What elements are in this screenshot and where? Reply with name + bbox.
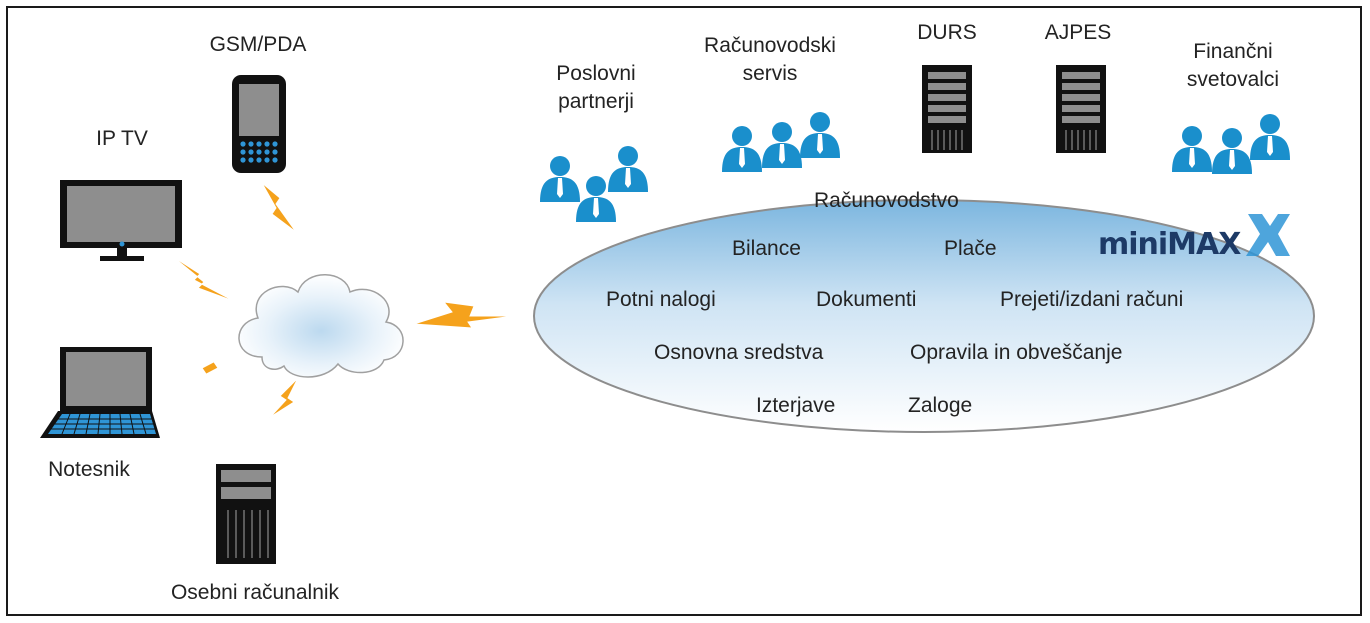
- module-zaloge: Zaloge: [908, 394, 973, 417]
- accounting-service-people-icon: [722, 112, 840, 172]
- label-poslovni-partnerji: Poslovni partnerji: [534, 60, 658, 116]
- bolt-cloud-icon: [413, 301, 515, 329]
- module-opravila: Opravila in obveščanje: [910, 341, 1123, 364]
- minimax-logo-text: miniMAX: [1098, 227, 1241, 262]
- label-financni-svetovalci: Finančni svetovalci: [1166, 38, 1300, 94]
- module-potni-nalogi: Potni nalogi: [606, 288, 716, 311]
- business-partners-people-icon: [540, 146, 648, 222]
- module-osnovna-sredstva: Osnovna sredstva: [654, 341, 824, 364]
- bolt-gsm-icon: [261, 182, 297, 233]
- label-osebni-racunalnik: Osebni računalnik: [170, 581, 340, 604]
- label-notesnik: Notesnik: [48, 458, 130, 481]
- module-dokumenti: Dokumenti: [816, 288, 917, 311]
- module-izterjave: Izterjave: [756, 394, 836, 417]
- label-durs: DURS: [917, 21, 977, 44]
- module-racunovodstvo: Računovodstvo: [814, 189, 959, 212]
- label-servis: servis: [742, 62, 798, 85]
- module-bilance: Bilance: [732, 237, 801, 260]
- minimax-logo: miniMAX: [1098, 214, 1290, 262]
- label-financni: Finančni: [1193, 40, 1273, 63]
- module-prejeti-izdani: Prejeti/izdani računi: [1000, 288, 1184, 311]
- label-ip-tv: IP TV: [96, 127, 148, 150]
- label-gsm-pda: GSM/PDA: [209, 33, 307, 56]
- tv-icon: [60, 180, 182, 261]
- internet-cloud-icon: [238, 274, 404, 378]
- phone-icon: [232, 75, 286, 173]
- ajpes-server-icon: [1056, 65, 1106, 153]
- bolt-notebook-icon: [171, 347, 241, 393]
- pc-tower-icon: [216, 464, 276, 564]
- notebook-icon: [40, 347, 160, 438]
- module-place: Plače: [944, 237, 997, 260]
- diagram-frame: [6, 6, 1362, 616]
- services-cloud-ellipse: [533, 199, 1315, 433]
- label-poslovni: Poslovni: [556, 62, 636, 85]
- bolt-tv-icon: [171, 255, 237, 303]
- label-svetovalci: svetovalci: [1186, 68, 1280, 91]
- durs-server-icon: [922, 65, 972, 153]
- label-partnerji: partnerji: [558, 90, 634, 113]
- financial-advisors-people-icon: [1172, 114, 1290, 174]
- bolt-pc-icon: [261, 377, 299, 427]
- label-ajpes: AJPES: [1044, 21, 1112, 44]
- label-racunovodski-servis: Računovodski servis: [692, 32, 848, 88]
- label-racunovodski: Računovodski: [704, 34, 836, 57]
